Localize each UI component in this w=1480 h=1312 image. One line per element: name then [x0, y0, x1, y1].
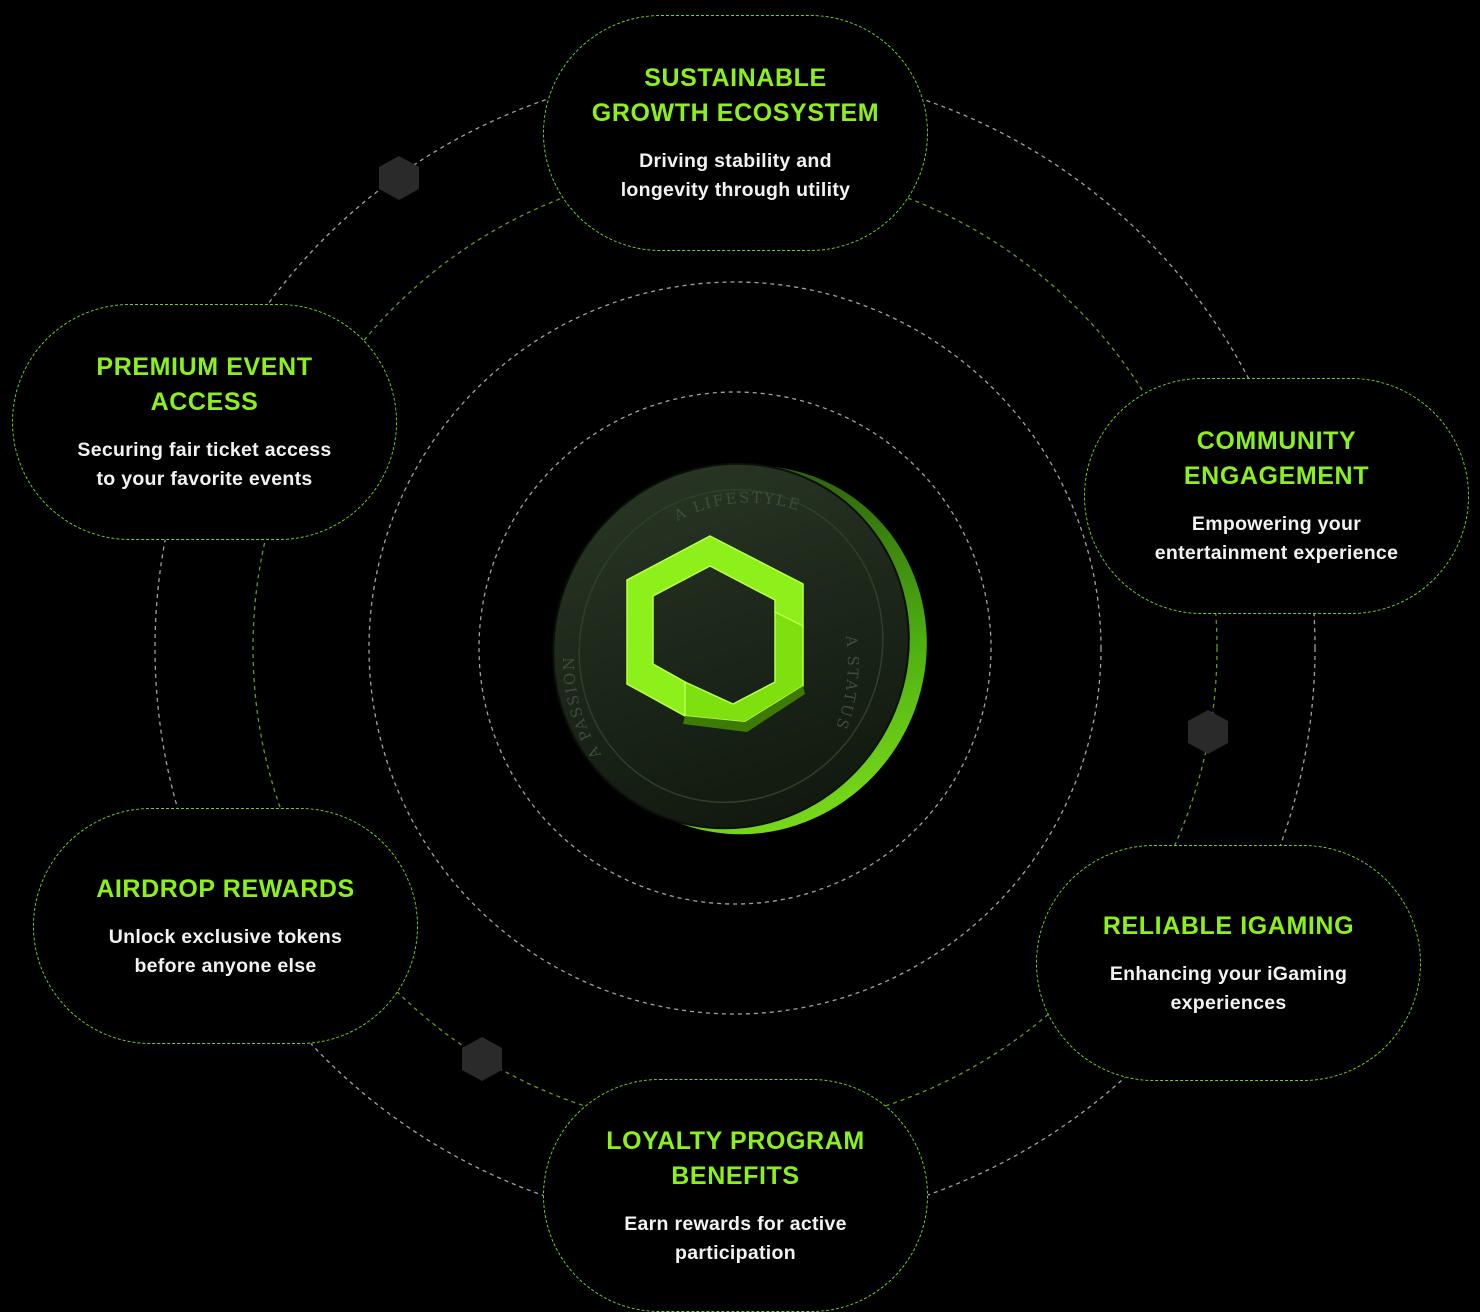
card-airdrop-rewards: AIRDROP REWARDS Unlock exclusive tokens … [33, 808, 418, 1044]
card-title: COMMUNITY ENGAGEMENT [1183, 427, 1370, 490]
inner-orbit-ring [478, 391, 992, 905]
card-title: LOYALTY PROGRAM BENEFITS [606, 1126, 865, 1190]
card-title: RELIABLE IGAMING [1102, 911, 1355, 940]
card-description: Driving stability and longevity through … [620, 150, 851, 201]
card-community-engagement: COMMUNITY ENGAGEMENT Empowering your ent… [1084, 378, 1469, 614]
brand-logo-coin-icon: A LIFESTYLE A STATUS A PASSION [535, 450, 935, 850]
middle-orbit-ring [368, 281, 1102, 1015]
card-sustainable-growth: SUSTAINABLE GROWTH ECOSYSTEM Driving sta… [543, 15, 928, 251]
hexagon-node-icon [462, 1037, 502, 1081]
card-description: Unlock exclusive tokens before anyone el… [108, 925, 343, 977]
card-premium-event-access: PREMIUM EVENT ACCESS Securing fair ticke… [12, 304, 397, 540]
hexagon-node-icon [379, 156, 419, 200]
card-description: Enhancing your iGaming experiences [1109, 962, 1348, 1014]
card-reliable-igaming: RELIABLE IGAMING Enhancing your iGaming … [1036, 845, 1421, 1081]
card-title: SUSTAINABLE GROWTH ECOSYSTEM [591, 64, 880, 127]
card-title: AIRDROP REWARDS [96, 874, 355, 903]
hexagon-node-icon [1188, 710, 1228, 754]
green-connector-ring [252, 165, 1218, 1131]
card-description: Empowering your entertainment experience [1154, 513, 1399, 564]
card-title: PREMIUM EVENT ACCESS [96, 353, 313, 416]
outer-connector-ring [154, 67, 1316, 1229]
card-loyalty-program: LOYALTY PROGRAM BENEFITS Earn rewards fo… [543, 1079, 928, 1312]
card-description: Securing fair ticket access to your favo… [77, 439, 332, 490]
card-description: Earn rewards for active participation [624, 1212, 847, 1264]
